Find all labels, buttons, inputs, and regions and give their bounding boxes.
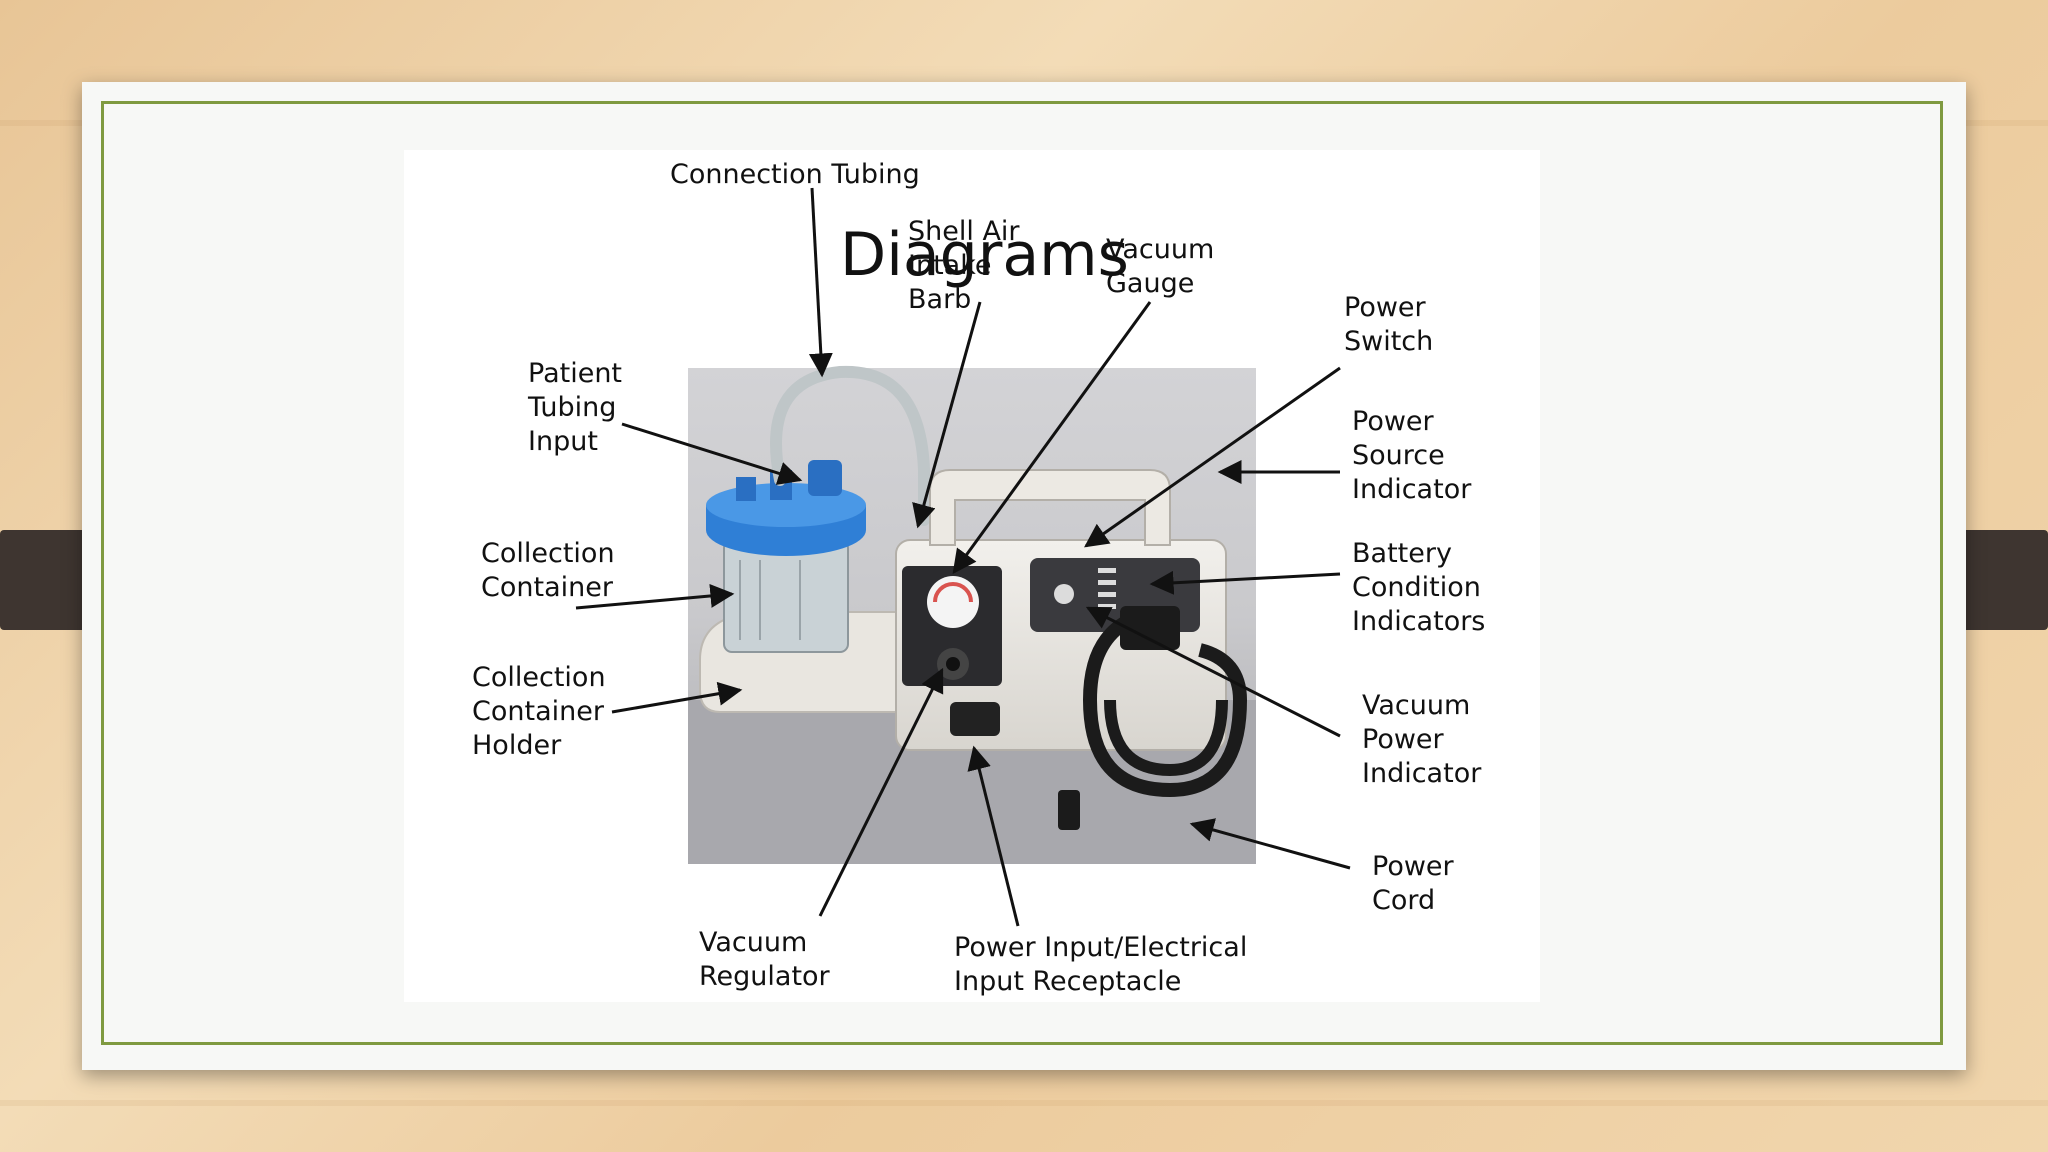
label-vacuum-regulator: Vacuum Regulator <box>699 927 831 992</box>
arrow-battery-condition-indicators <box>1149 570 1341 595</box>
arrow-connection-tubing <box>808 187 833 378</box>
arrow-power-cord <box>1189 818 1351 870</box>
arrow-power-input-receptacle <box>967 745 1020 927</box>
label-power-switch: Power Switch <box>1344 292 1434 357</box>
label-collection-container: Collection Container <box>481 538 623 603</box>
label-vacuum-power-indicator: Vacuum Power Indicator <box>1362 690 1482 789</box>
leader-arrows <box>575 187 1351 927</box>
label-power-cord: Power Cord <box>1372 851 1462 916</box>
label-shell-air-intake-barb: Shell Air Intake Barb <box>908 216 1028 315</box>
arrow-vacuum-gauge <box>952 301 1152 574</box>
arrow-vacuum-power-indicator <box>1085 606 1341 738</box>
arrow-patient-tubing-input <box>621 422 803 485</box>
label-vacuum-gauge: Vacuum Gauge <box>1106 234 1223 299</box>
arrow-shell-air-intake-barb <box>912 301 982 529</box>
device-photo <box>688 365 1256 864</box>
arrow-collection-container <box>575 583 735 610</box>
label-connection-tubing: Connection Tubing <box>670 159 920 190</box>
label-power-input-receptacle: Power Input/Electrical Input Receptacle <box>954 932 1256 997</box>
slide-frame <box>101 101 1943 1045</box>
slide-title: Diagrams <box>840 220 1129 290</box>
arrow-vacuum-regulator <box>818 667 944 917</box>
label-patient-tubing-input: Patient Tubing Input <box>527 358 631 457</box>
label-collection-container-holder: Collection Container Holder <box>472 662 614 761</box>
label-power-source-indicator: Power Source Indicator <box>1352 406 1472 505</box>
arrow-power-switch <box>1084 366 1341 548</box>
arrow-collection-container-holder <box>611 681 743 714</box>
label-battery-condition-indicators: Battery Condition Indicators <box>1352 538 1489 637</box>
